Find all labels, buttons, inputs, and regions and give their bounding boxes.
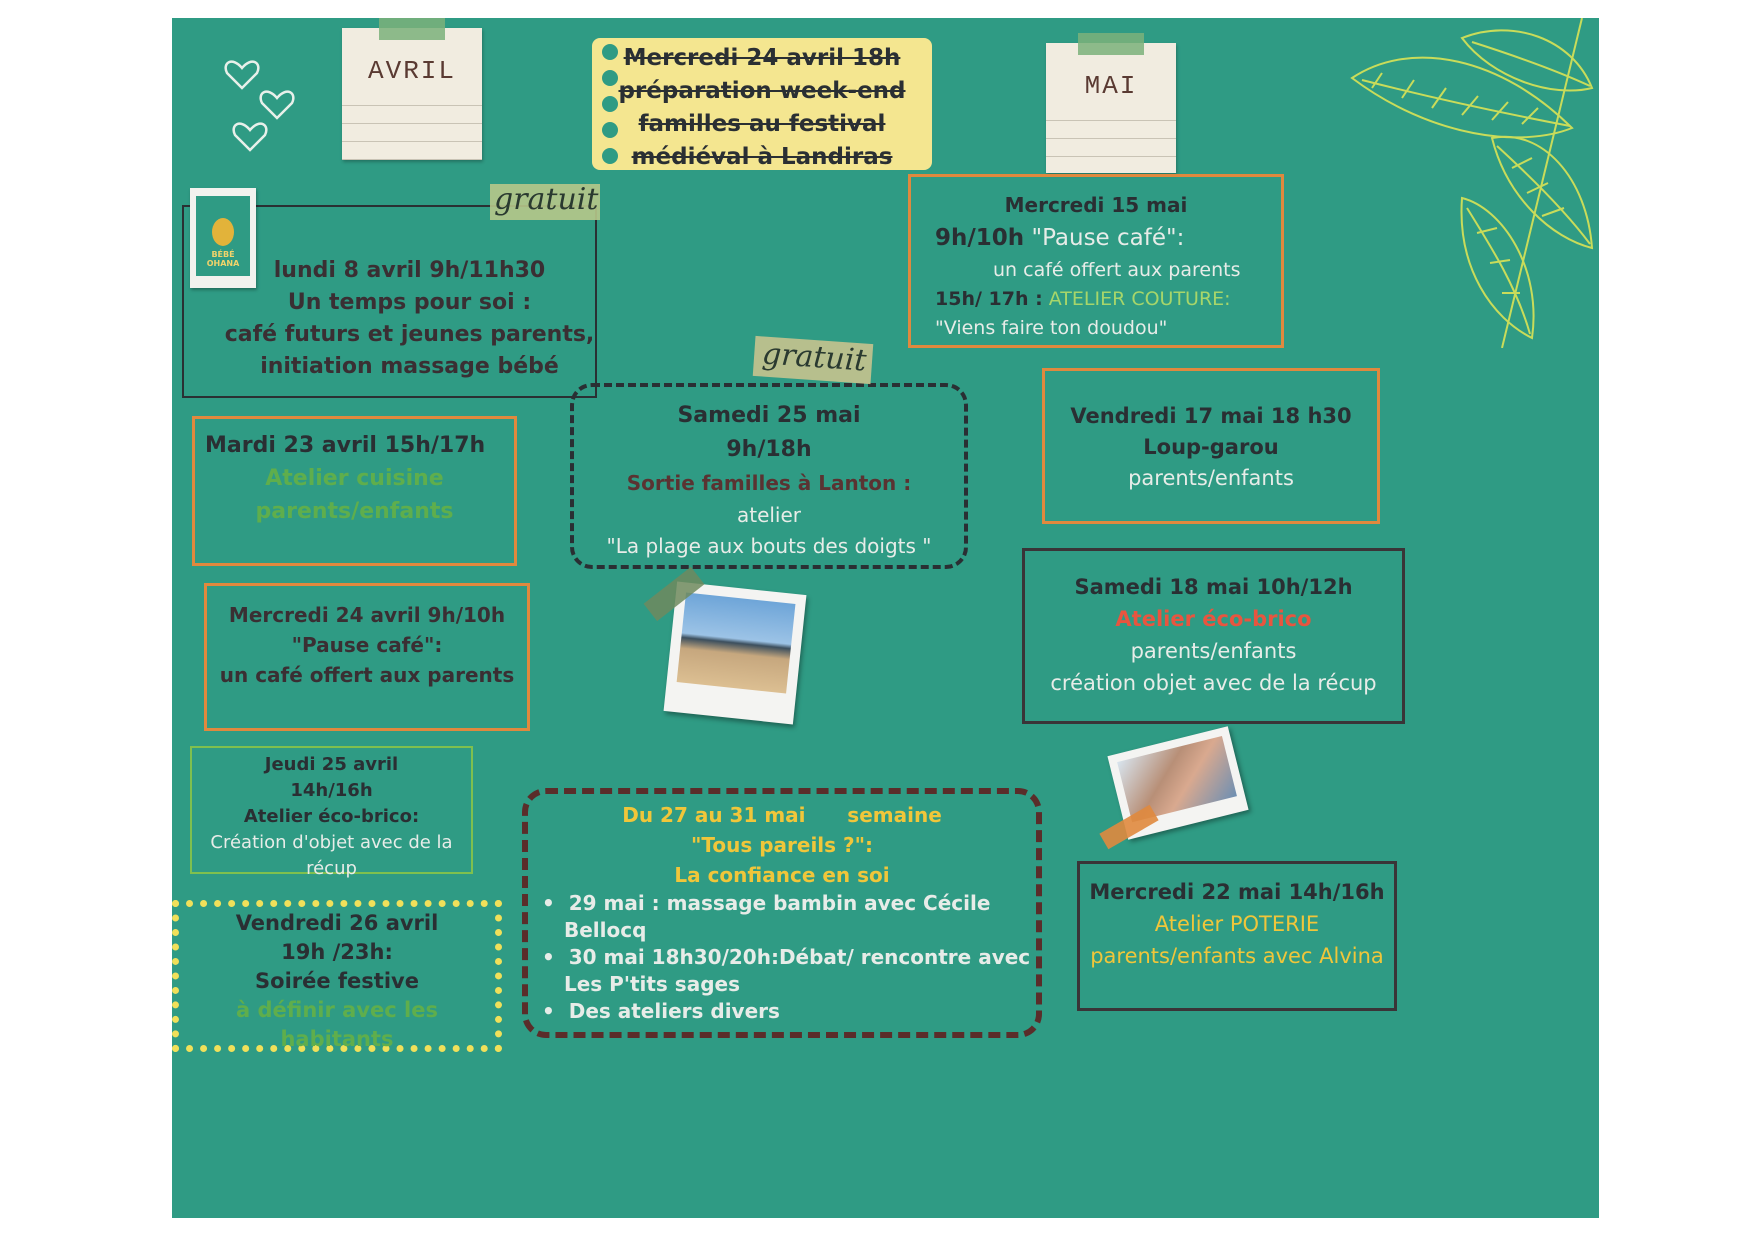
may-note: MAI	[1046, 33, 1176, 173]
event-date: Mercredi 22 mai 14h/16h	[1089, 880, 1385, 904]
event-date: Mardi 23 avril 15h/17h	[205, 433, 486, 458]
bullet-item: • 29 mai : massage bambin avec Cécile	[542, 891, 991, 915]
event-time: 9h/10h	[935, 225, 1025, 251]
event-may15: Mercredi 15 mai 9h/10h "Pause café": un …	[908, 174, 1284, 348]
beach-photo	[663, 581, 807, 725]
event-title: "Pause café":	[291, 633, 443, 657]
event-line: "La plage aux bouts des doigts "	[606, 534, 932, 558]
event-line: un café offert aux parents	[219, 663, 515, 687]
event-line: "Viens faire ton doudou"	[935, 317, 1168, 339]
event-apr26: Vendredi 26 avril 19h /23h: Soirée festi…	[172, 900, 502, 1052]
event-title: "Pause café":	[1031, 225, 1185, 251]
banner-line: familles au festival	[638, 111, 886, 137]
event-title: Sortie familles à Lanton :	[626, 471, 912, 495]
event-date: Mercredi 15 mai	[1004, 193, 1188, 217]
flyer-sheet: AVRIL MAI Mercredi 24 avril 18h préparat…	[172, 18, 1599, 1218]
bullet-item-cont: Les P'tits sages	[564, 972, 740, 996]
event-date: Vendredi 17 mai 18 h30	[1070, 404, 1352, 428]
event-date: Du 27 au 31 mai	[622, 803, 806, 827]
event-may18: Samedi 18 mai 10h/12h Atelier éco-brico …	[1022, 548, 1405, 724]
event-line: récup	[306, 858, 357, 879]
event-time: 19h /23h:	[281, 940, 393, 964]
bullet-item: • 30 mai 18h30/20h:Débat/ rencontre avec	[542, 945, 1031, 969]
bullet-item-cont: Bellocq	[564, 918, 647, 942]
free-tag-1	[490, 184, 600, 220]
event-date: Jeudi 25 avril	[264, 754, 399, 775]
event-title: Atelier éco-brico:	[243, 806, 420, 827]
event-line: café futurs et jeunes parents,	[224, 322, 595, 347]
event-title: Loup-garou	[1143, 435, 1279, 459]
event-line: création objet avec de la récup	[1050, 671, 1377, 695]
event-apr8: lundi 8 avril 9h/11h30 Un temps pour soi…	[182, 205, 597, 398]
banner-line: Mercredi 24 avril 18h	[623, 45, 901, 71]
event-title: Soirée festive	[255, 969, 419, 993]
event-date: Samedi 18 mai 10h/12h	[1074, 575, 1353, 599]
event-title: Atelier éco-brico	[1115, 607, 1312, 631]
may-label: MAI	[1084, 71, 1138, 101]
event-line: atelier	[736, 503, 802, 527]
event-apr24: Mercredi 24 avril 9h/10h "Pause café": u…	[204, 583, 530, 731]
hearts-icon	[224, 60, 295, 152]
event-date: Vendredi 26 avril	[235, 911, 439, 935]
free-tag-text: gratuit	[760, 336, 868, 379]
bullet-dots	[602, 44, 618, 164]
event-may25: Samedi 25 mai 9h/18h Sortie familles à L…	[570, 383, 968, 569]
event-line: parents/enfants	[255, 499, 454, 524]
event-line: initiation massage bébé	[260, 354, 559, 379]
festival-banner: Mercredi 24 avril 18h préparation week-e…	[592, 38, 932, 170]
event-date: lundi 8 avril 9h/11h30	[273, 258, 546, 283]
pineapple-icon	[212, 218, 234, 246]
event-week: semaine	[847, 803, 942, 827]
event-apr23: Mardi 23 avril 15h/17h Atelier cuisine p…	[192, 416, 517, 566]
event-title: "Tous pareils ?":	[690, 833, 874, 857]
banner-line: médiéval à Landiras	[631, 144, 893, 170]
event-line: habitants	[280, 1027, 394, 1051]
event-line: à définir avec les	[236, 998, 438, 1022]
event-atelier: ATELIER COUTURE:	[1048, 288, 1231, 310]
april-note: AVRIL	[342, 18, 482, 160]
event-line: Création d'objet avec de la	[210, 832, 453, 853]
april-label: AVRIL	[367, 56, 456, 86]
event-apr25: Jeudi 25 avril 14h/16h Atelier éco-brico…	[190, 746, 473, 879]
event-title: Un temps pour soi :	[287, 290, 532, 315]
event-time: 15h/ 17h :	[935, 288, 1043, 310]
event-line: parents/enfants	[1128, 466, 1294, 490]
event-line: parents/enfants	[1130, 639, 1297, 663]
free-tag-text: gratuit	[494, 182, 599, 217]
event-date: Samedi 25 mai	[677, 403, 861, 428]
event-time: 14h/16h	[290, 780, 373, 801]
logo-text: BÉBÉ OHANA	[206, 250, 240, 268]
event-line: parents/enfants avec Alvina	[1090, 944, 1384, 968]
event-date: Mercredi 24 avril 9h/10h	[228, 603, 506, 627]
event-subtitle: La confiance en soi	[674, 863, 890, 887]
event-may22: Mercredi 22 mai 14h/16h Atelier POTERIE …	[1077, 861, 1397, 1011]
tape	[1078, 33, 1144, 55]
event-time: 9h/18h	[726, 437, 812, 462]
banner-line: préparation week-end	[618, 78, 906, 104]
event-title: Atelier POTERIE	[1154, 912, 1320, 936]
tape	[379, 18, 445, 40]
logo-card: BÉBÉ OHANA	[190, 188, 256, 288]
event-line: un café offert aux parents	[993, 259, 1241, 281]
bullet-item: • Des ateliers divers	[542, 999, 780, 1023]
event-may17: Vendredi 17 mai 18 h30 Loup-garou parent…	[1042, 368, 1380, 524]
event-may27: Du 27 au 31 mai semaine "Tous pareils ?"…	[522, 788, 1042, 1038]
event-title: Atelier cuisine	[265, 466, 444, 491]
leaf-icon	[1350, 18, 1594, 348]
